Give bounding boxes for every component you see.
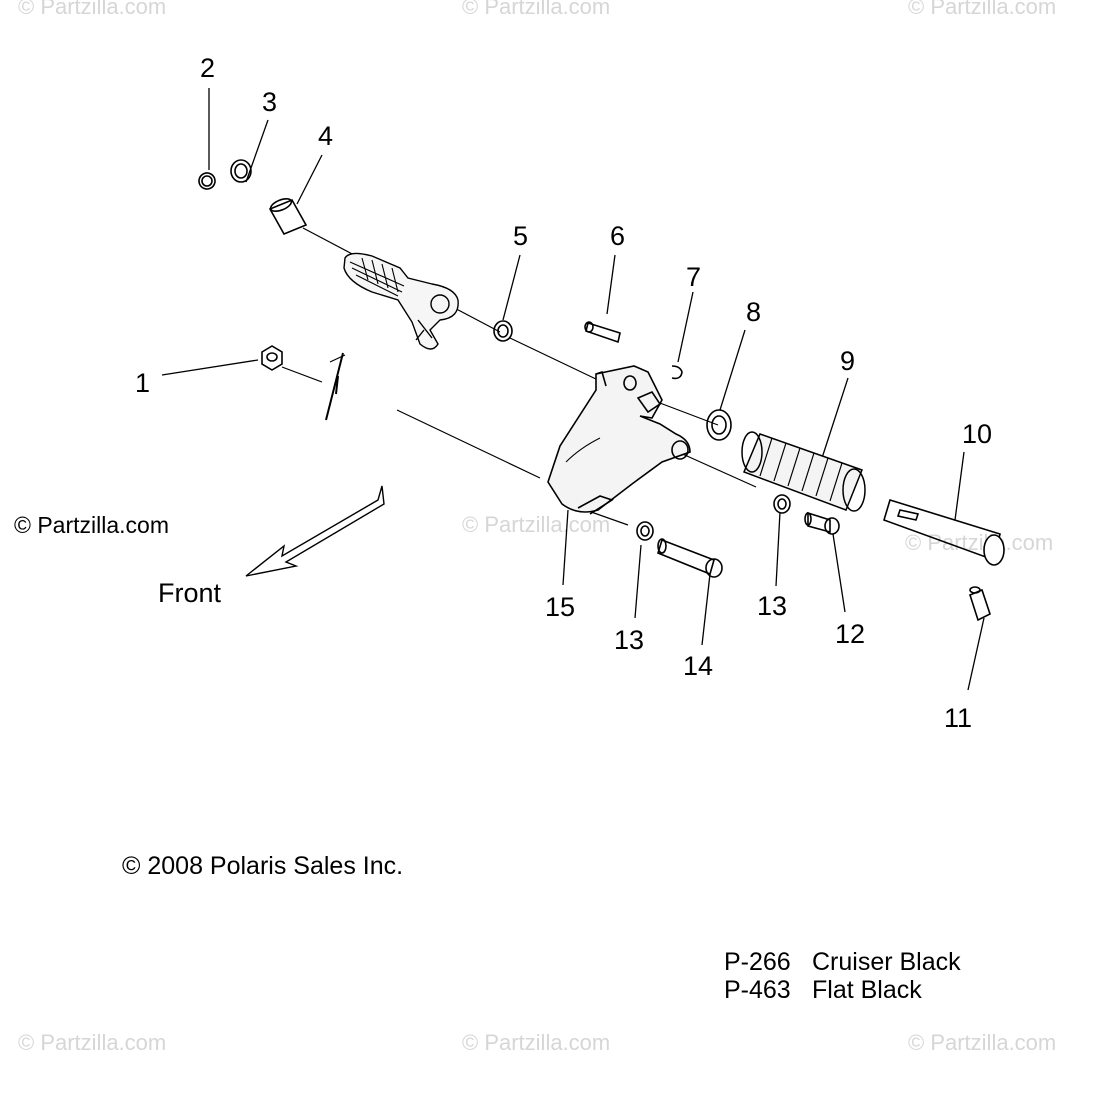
callout-10: 10 — [962, 419, 993, 449]
watermark: © Partzilla.com — [18, 0, 167, 19]
callout-4: 4 — [318, 121, 334, 151]
callout-6: 6 — [610, 221, 626, 251]
paint-code-row: P-463 Flat Black — [724, 976, 961, 1004]
bolt-part-12 — [804, 511, 840, 535]
nut-part-1 — [261, 345, 283, 371]
callout-15: 15 — [545, 592, 576, 622]
callout-2: 2 — [200, 53, 216, 83]
paint-code: P-463 — [724, 976, 791, 1004]
bushing-part-4 — [268, 197, 308, 236]
callout-12: 12 — [835, 619, 866, 649]
washer-part-13 — [773, 494, 791, 514]
ring-part-2 — [198, 172, 216, 190]
bolt-part-14 — [657, 538, 723, 578]
pedal-lever-part-15 — [547, 365, 691, 515]
paint-code: P-266 — [724, 948, 791, 976]
watermark: © Partzilla.com — [905, 530, 1054, 555]
watermark: © Partzilla.com — [462, 512, 611, 537]
callout-1: 1 — [135, 368, 151, 398]
front-label: Front — [158, 578, 222, 608]
paint-codes: P-266 Cruiser Black P-463 Flat Black — [724, 948, 961, 1004]
copyright-text: © 2008 Polaris Sales Inc. — [122, 852, 404, 880]
callout-3: 3 — [262, 87, 278, 117]
callout-8: 8 — [746, 297, 762, 327]
callout-5: 5 — [513, 221, 529, 251]
washer-part-3 — [230, 159, 252, 183]
washer-part-13 — [636, 521, 654, 541]
leader-lines — [161, 88, 985, 691]
callout-13: 13 — [757, 591, 788, 621]
paint-name: Flat Black — [812, 976, 922, 1004]
watermark: © Partzilla.com — [462, 1030, 611, 1055]
footpeg-part-9 — [741, 431, 866, 512]
front-arrow-icon — [245, 485, 385, 577]
watermark: © Partzilla.com — [908, 0, 1057, 19]
paint-name: Cruiser Black — [812, 948, 961, 976]
pegpin-part-10 — [883, 498, 1005, 566]
callout-7: 7 — [686, 262, 702, 292]
callout-9: 9 — [840, 346, 856, 376]
washer-part-8 — [706, 409, 732, 441]
callout-13: 13 — [614, 625, 645, 655]
callout-11: 11 — [944, 703, 973, 733]
clip-part-7 — [671, 365, 683, 380]
oring-part-5 — [493, 320, 513, 342]
pin-part-6 — [584, 321, 621, 344]
callout-14: 14 — [683, 651, 714, 681]
watermark: © Partzilla.com — [462, 0, 611, 19]
screw-part-11 — [969, 586, 991, 622]
shift-arm — [343, 252, 459, 350]
watermark: © Partzilla.com — [18, 1030, 167, 1055]
watermark: © Partzilla.com — [908, 1030, 1057, 1055]
watermark-dark: © Partzilla.com — [14, 512, 169, 538]
paint-code-row: P-266 Cruiser Black — [724, 948, 961, 976]
